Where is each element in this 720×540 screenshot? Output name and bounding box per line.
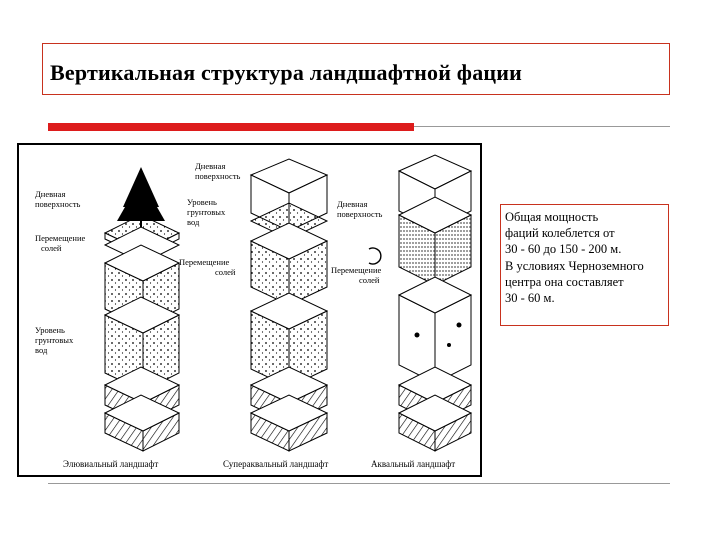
caption-superaqual: Супераквальный ландшафт [223, 459, 328, 469]
thickness-note: Общая мощность фаций колеблется от 30 - … [500, 204, 669, 326]
note-line: фаций колеблется от [505, 226, 615, 241]
aqual-column [368, 154, 473, 452]
label-gw-mid: Уровень [187, 197, 217, 207]
title-frame [42, 43, 670, 95]
note-line: центра она составляет [505, 274, 624, 289]
divider-top [414, 126, 670, 127]
label-surface-mid-2: поверхность [195, 171, 241, 181]
accent-bar [48, 123, 414, 131]
note-line: 30 - 60 до 150 - 200 м. [505, 242, 622, 257]
label-surface-right: Дневная [337, 199, 367, 209]
label-surface-left-2: поверхность [35, 199, 81, 209]
slide-title: Вертикальная структура ландшафтной фации [50, 60, 523, 85]
label-gw-left: Уровень [35, 325, 65, 335]
superaqual-column [249, 158, 329, 452]
label-salt-mid: Перемещение [179, 257, 230, 267]
label-salt-left-2: солей [41, 243, 62, 253]
label-surface-left: Дневная [35, 189, 65, 199]
circulation-arrow-icon [368, 247, 382, 265]
note-line: 30 - 60 м. [505, 291, 555, 306]
label-salt-mid-2: солей [215, 267, 236, 277]
label-salt-left: Перемещение [35, 233, 86, 243]
caption-eluvial: Элювиальный ландшафт [63, 459, 158, 469]
label-gw-left-3: вод [35, 345, 48, 355]
label-gw-left-2: грунтовых [35, 335, 74, 345]
landscape-facies-figure: Дневная поверхность Перемещение солей Ур… [17, 143, 482, 477]
divider-bottom [48, 483, 670, 484]
caption-aqual: Аквальный ландшафт [371, 459, 455, 469]
label-gw-mid-2: грунтовых [187, 207, 226, 217]
facies-diagram: Дневная поверхность Перемещение солей Ур… [35, 154, 473, 469]
eluvial-column [103, 167, 181, 452]
note-line: Общая мощность [505, 210, 599, 224]
note-line: В условиях Черноземного [505, 258, 644, 273]
label-salt-right-2: солей [359, 275, 380, 285]
label-surface-mid: Дневная [195, 161, 225, 171]
label-surface-right-2: поверхность [337, 209, 383, 219]
label-gw-mid-3: вод [187, 217, 200, 227]
label-salt-right: Перемещение [331, 265, 382, 275]
